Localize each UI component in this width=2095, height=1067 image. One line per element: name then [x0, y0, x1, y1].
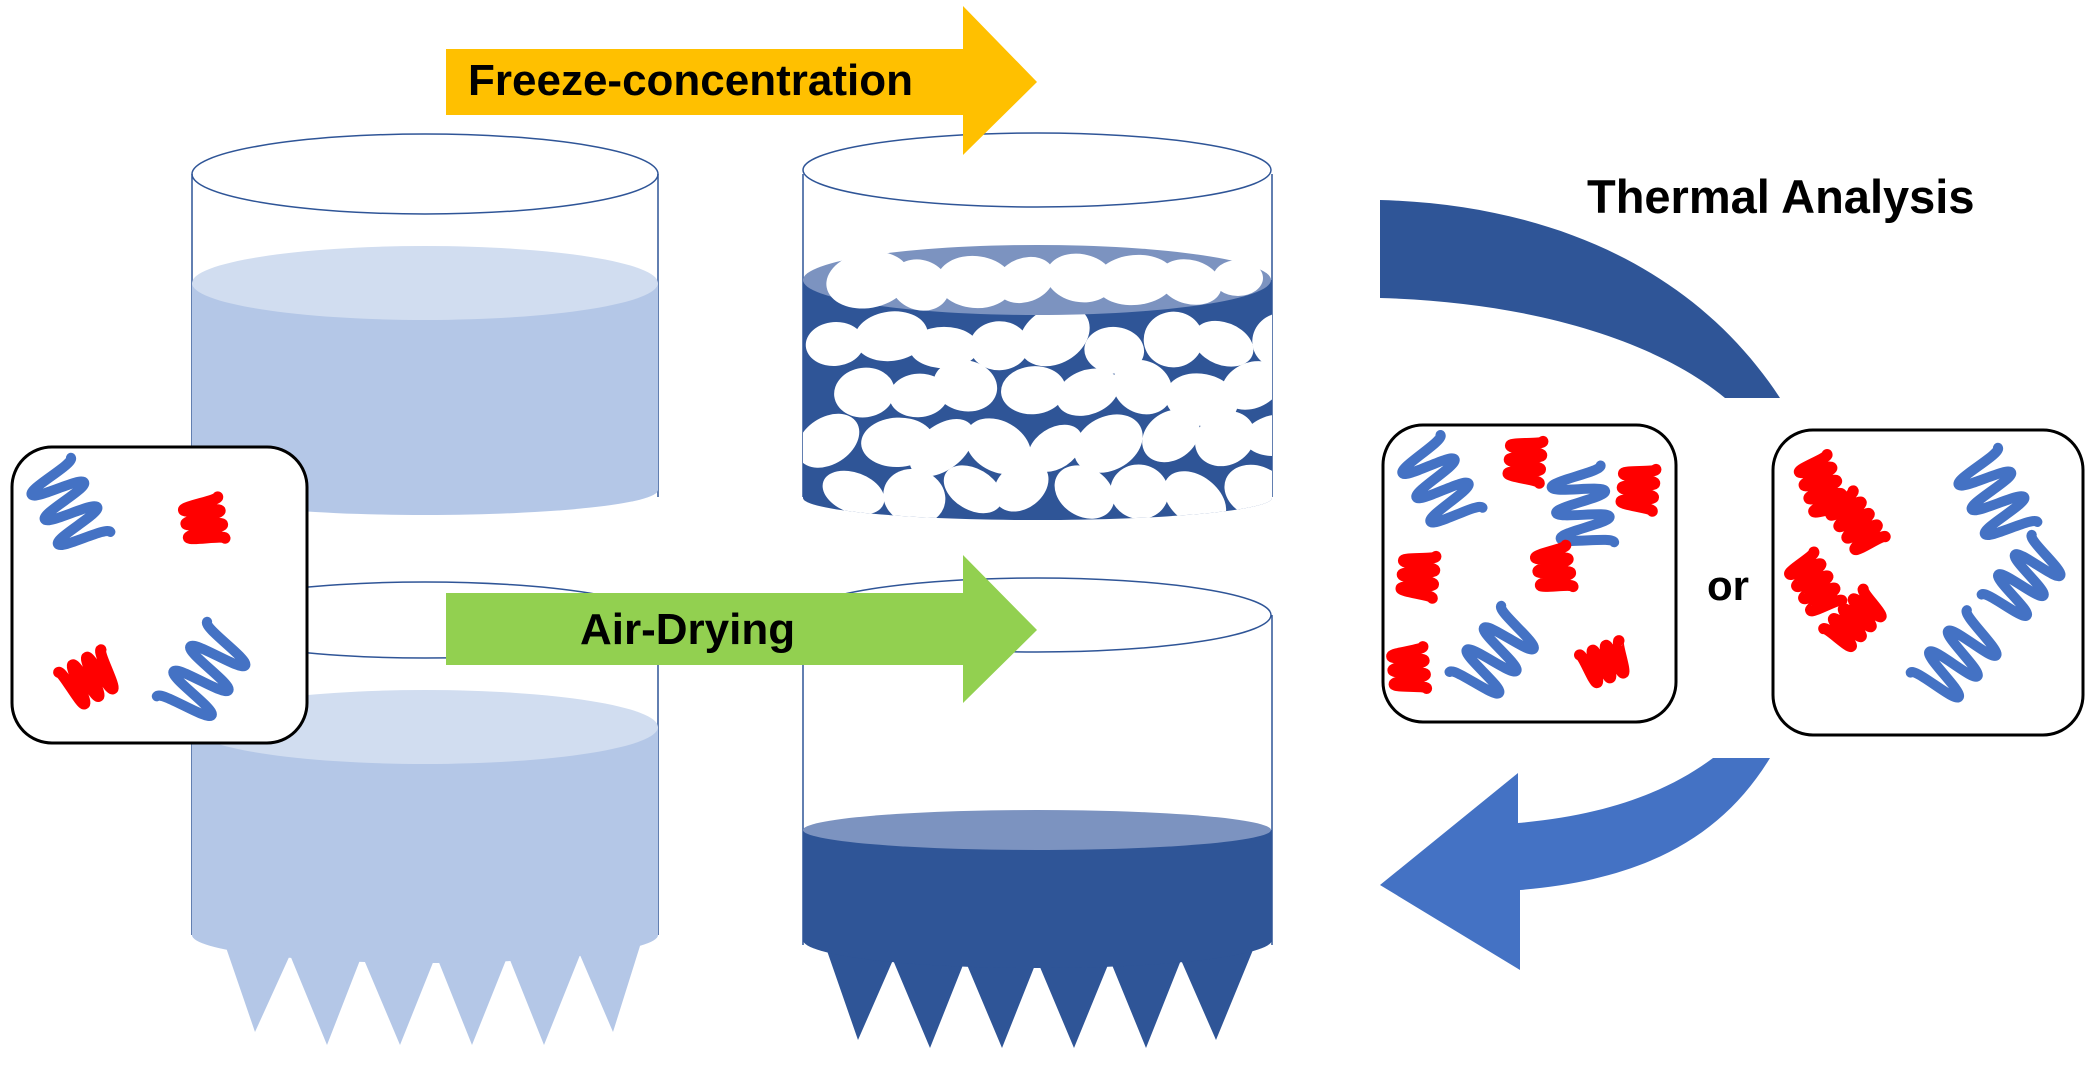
air-drying-arrow: Air-Drying: [446, 555, 1037, 703]
blue-polymer-chain-icon: [1976, 529, 2066, 621]
beaker-frozen-top-right: [802, 132, 1358, 533]
blue-polymer-chain-icon: [1444, 600, 1539, 699]
solution-body: [192, 727, 658, 963]
ice-crystal: [1142, 409, 1200, 463]
ice-crystal: [1046, 253, 1114, 303]
ice-crystal: [822, 470, 885, 515]
ice-crystal: [1054, 465, 1115, 519]
freeze-concentration-label: Freeze-concentration: [468, 56, 913, 105]
arrow-right-icon: [446, 6, 1037, 155]
ice-crystal: [826, 251, 910, 309]
ice-crystal: [909, 419, 974, 477]
ice-crystal-icon: [826, 251, 1263, 311]
curved-return-arrow-icon: [1380, 758, 1770, 970]
curved-arrow-icon: [1380, 200, 1780, 398]
ice-crystal: [1224, 464, 1272, 519]
ice-crystal: [1019, 305, 1090, 367]
blue-polymer-chain-icon: [1905, 605, 2002, 703]
polymer-chains: [1784, 442, 2066, 703]
or-label: or: [1707, 562, 1749, 609]
ice-crystal: [854, 311, 928, 362]
ice-crystal: [1252, 313, 1272, 369]
ice-crystal: [995, 256, 1055, 304]
ice-crystal: [1001, 366, 1066, 415]
molecule-box-initial: [10, 445, 309, 745]
beaker-solution-bottom-left: [191, 581, 659, 1045]
ice-crystal: [1158, 259, 1222, 305]
ice-crystal: [890, 259, 950, 311]
ice-crystal: [943, 465, 1003, 514]
red-polymer-chain-icon: [1529, 539, 1579, 593]
ice-crystal: [1112, 359, 1173, 415]
solution-body: [803, 830, 1272, 969]
ice-crystal: [909, 326, 979, 369]
ice-crystal: [965, 418, 1032, 475]
beaker-solution-top-left: [191, 133, 659, 515]
solution-surface: [192, 246, 658, 320]
polymer-chains: [1386, 430, 1662, 699]
ice-crystal: [1244, 414, 1272, 457]
ice-crystal: [993, 460, 1049, 512]
blue-polymer-chain-icon: [1546, 460, 1620, 548]
blue-polymer-chain-icon: [1953, 442, 2043, 540]
ice-crystal: [937, 255, 1013, 309]
thermal-analysis-label: Thermal Analysis: [1587, 170, 1974, 223]
solution-body: [192, 283, 658, 515]
beaker-dried-bottom-right: [802, 577, 1273, 1048]
freeze-concentration-arrow: Freeze-concentration: [446, 6, 1037, 155]
blue-polymer-chain-icon: [151, 616, 251, 721]
red-polymer-chain-icon: [1793, 449, 1852, 518]
ice-crystal: [1193, 320, 1254, 367]
ice-crystal: [1056, 368, 1119, 416]
solution-surface: [192, 690, 658, 764]
red-polymer-chain-icon: [1386, 641, 1433, 694]
blue-polymer-chain-icon: [26, 452, 116, 550]
red-polymer-chain-icon: [1502, 435, 1549, 489]
ice-crystal: [1195, 411, 1255, 467]
beaker-rim: [191, 133, 659, 215]
red-polymer-chain-icon: [1784, 546, 1848, 617]
ice-crystal: [1110, 464, 1169, 520]
ice-crystal: [1028, 424, 1083, 472]
red-polymer-chain-icon: [1818, 583, 1887, 652]
air-drying-label: Air-Drying: [580, 605, 795, 654]
ice-crystal: [969, 321, 1029, 371]
solution-surface: [803, 810, 1271, 850]
ice-crystal: [1143, 311, 1204, 368]
ice-crystal-icon: [803, 305, 1358, 533]
ice-crystal: [803, 413, 860, 468]
beaker-feet: [825, 945, 1255, 1048]
ice-crystal: [1264, 357, 1347, 435]
ice-crystal: [1073, 414, 1143, 473]
ice-crystal: [1213, 260, 1263, 296]
polymer-chains: [26, 452, 251, 721]
beaker-rim: [802, 132, 1272, 208]
ice-crystal: [883, 469, 946, 521]
molecule-box-separated: [1771, 428, 2085, 737]
ice-crystal: [933, 360, 998, 412]
freeze-concentrated-solution: [803, 280, 1358, 533]
red-polymer-chain-icon: [1825, 485, 1891, 555]
molecule-box-mixed: [1381, 423, 1678, 724]
ice-crystal: [1268, 454, 1358, 533]
red-polymer-chain-icon: [177, 491, 231, 545]
red-polymer-chain-icon: [53, 644, 119, 710]
ice-crystal: [805, 321, 864, 366]
ice-crystal: [1095, 254, 1175, 306]
arrow-right-icon: [446, 555, 1037, 703]
blue-polymer-chain-icon: [1397, 430, 1488, 528]
ice-crystal: [834, 367, 895, 418]
red-polymer-chain-icon: [1395, 550, 1442, 604]
red-polymer-chain-icon: [1574, 635, 1630, 689]
ice-crystal: [889, 373, 948, 418]
ice-crystal: [1221, 361, 1272, 410]
red-polymer-chain-icon: [1615, 463, 1662, 517]
